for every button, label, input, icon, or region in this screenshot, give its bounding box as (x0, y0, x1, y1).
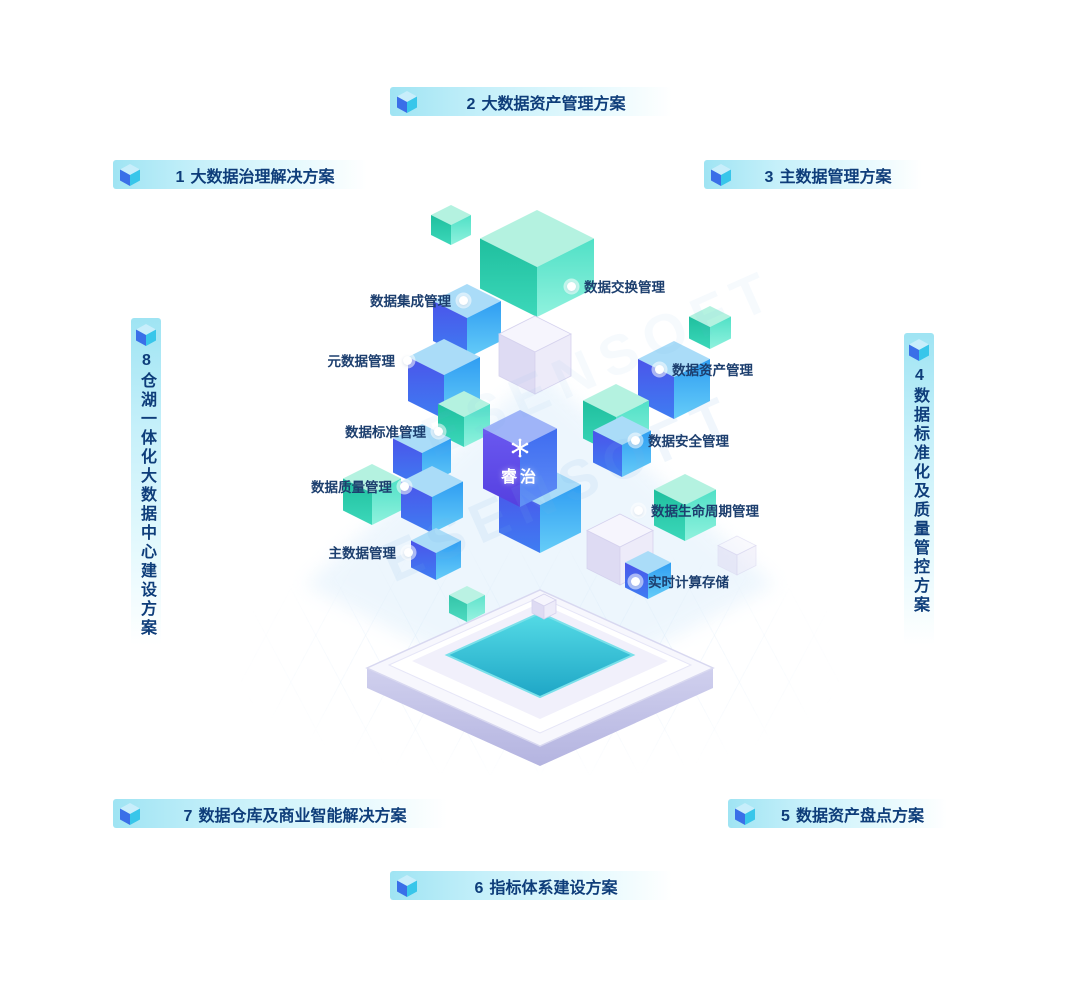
module-label-text: 数据生命周期管理 (651, 504, 759, 519)
banner-number: 3 (764, 168, 774, 186)
banner-label: 大数据治理解决方案 (190, 168, 335, 186)
snowflake-logo-icon (511, 438, 529, 458)
banner-solution-4: 4数据标准化及质量管控方案 (904, 333, 934, 645)
module-label-text: 主数据管理 (328, 546, 397, 561)
banner-solution-5: 5 数据资产盘点方案 (728, 799, 947, 828)
banner-number: 2 (466, 95, 476, 113)
module-label-realtime-storage: 实时计算存储 (631, 571, 729, 591)
banner-label: 数据仓库及商业智能解决方案 (198, 807, 407, 825)
node-dot-icon (655, 364, 664, 374)
banner-solution-8: 8仓湖一体化大数据中心建设方案 (131, 318, 161, 645)
node-dot-icon (404, 547, 413, 557)
cube-icon (708, 162, 734, 188)
banner-text: 8仓湖一体化大数据中心建设方案 (131, 352, 161, 638)
module-label-master-data: 主数据管理 (328, 542, 413, 562)
cube-icon (133, 322, 159, 348)
banner-text: 5 数据资产盘点方案 (781, 802, 924, 826)
banner-number: 5 (781, 807, 790, 825)
product-logo-text: 睿治 (500, 469, 539, 486)
banner-label: 大数据资产管理方案 (481, 95, 626, 113)
node-dot-icon (631, 435, 640, 445)
node-dot-icon (403, 355, 412, 365)
banner-label: 指标体系建设方案 (489, 879, 618, 897)
module-label-text: 数据标准管理 (345, 425, 426, 440)
module-label-data-exchange: 数据交换管理 (567, 276, 665, 296)
module-label-data-quality: 数据质量管理 (311, 476, 409, 496)
node-dot-icon (634, 505, 643, 515)
cube-icon (394, 89, 420, 115)
module-label-text: 数据安全管理 (648, 434, 729, 449)
banner-label: 数据标准化及质量管控方案 (911, 387, 928, 615)
cube-icon (732, 801, 758, 827)
node-dot-icon (567, 281, 576, 291)
banner-label: 仓湖一体化大数据中心建设方案 (138, 372, 155, 638)
cube-icon (394, 873, 420, 899)
node-dot-icon (400, 481, 409, 491)
module-label-data-integration: 数据集成管理 (370, 290, 468, 310)
module-label-text: 元数据管理 (327, 354, 396, 369)
node-dot-icon (459, 295, 468, 305)
cube-icon (117, 162, 143, 188)
module-label-data-standards: 数据标准管理 (345, 421, 443, 441)
banner-solution-3: 3 主数据管理方案 (704, 160, 922, 189)
watermark-text: ESENSOFT (412, 256, 788, 469)
banner-solution-6: 6 指标体系建设方案 (390, 871, 672, 900)
module-label-data-lifecycle: 数据生命周期管理 (634, 500, 759, 520)
banner-number: 6 (474, 879, 484, 897)
cube-icon (906, 337, 932, 363)
module-label-data-security: 数据安全管理 (631, 430, 729, 450)
banner-number: 7 (183, 807, 193, 825)
banner-text: 2 大数据资产管理方案 (467, 90, 626, 114)
banner-number: 1 (175, 168, 185, 186)
banner-solution-7: 7 数据仓库及商业智能解决方案 (113, 799, 447, 828)
module-label-text: 数据交换管理 (584, 280, 665, 295)
banner-text: 7 数据仓库及商业智能解决方案 (184, 802, 407, 826)
banner-number: 8 (138, 352, 155, 372)
module-label-text: 实时计算存储 (648, 575, 729, 590)
banner-label: 数据资产盘点方案 (795, 807, 924, 825)
node-dot-icon (631, 576, 640, 586)
module-label-text: 数据资产管理 (672, 363, 753, 378)
banner-label: 主数据管理方案 (779, 168, 892, 186)
banner-text: 6 指标体系建设方案 (475, 874, 618, 898)
isometric-grid (240, 540, 840, 775)
cube-icon (117, 801, 143, 827)
module-label-data-assets: 数据资产管理 (655, 359, 753, 379)
banner-text: 4数据标准化及质量管控方案 (904, 367, 934, 615)
node-dot-icon (434, 426, 443, 436)
module-label-text: 数据质量管理 (311, 480, 392, 495)
product-logo: 睿治 (487, 437, 553, 487)
banner-text: 3 主数据管理方案 (765, 163, 892, 187)
banner-text: 1 大数据治理解决方案 (176, 163, 335, 187)
banner-number: 4 (911, 367, 928, 387)
banner-solution-1: 1 大数据治理解决方案 (113, 160, 367, 189)
module-label-metadata: 元数据管理 (327, 350, 412, 370)
module-label-text: 数据集成管理 (370, 294, 451, 309)
banner-solution-2: 2 大数据资产管理方案 (390, 87, 672, 116)
